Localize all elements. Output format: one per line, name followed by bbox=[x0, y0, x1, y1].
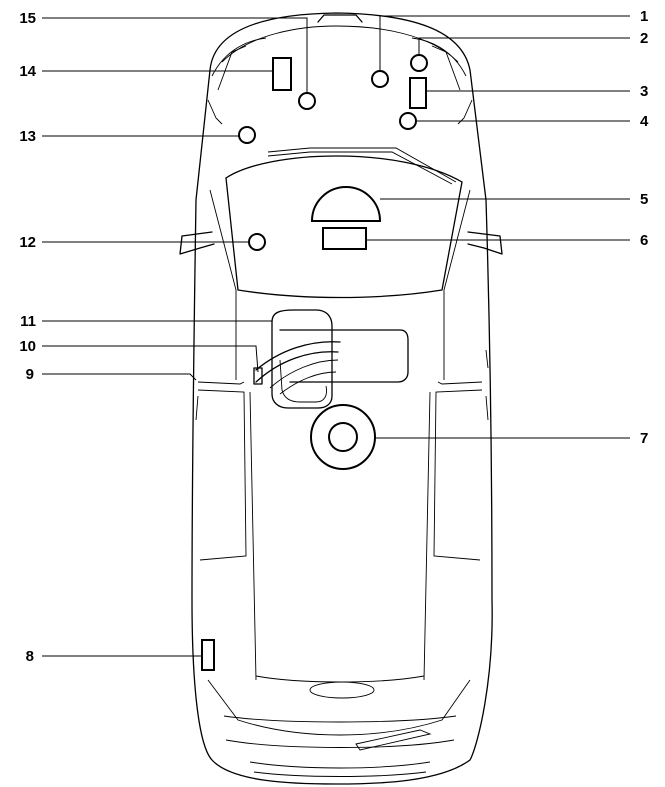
callout-9: 9 bbox=[26, 366, 34, 383]
component-4 bbox=[399, 112, 417, 130]
component-3 bbox=[409, 77, 427, 109]
callout-7: 7 bbox=[640, 430, 648, 447]
leader-line-1 bbox=[379, 15, 630, 71]
callout-5: 5 bbox=[640, 191, 648, 208]
callout-10: 10 bbox=[19, 338, 36, 355]
leader-line-9 bbox=[42, 373, 197, 381]
component-15 bbox=[298, 92, 316, 110]
component-12 bbox=[248, 233, 266, 251]
component-14 bbox=[272, 57, 292, 91]
vehicle-outline bbox=[179, 12, 503, 785]
callout-12: 12 bbox=[19, 234, 36, 251]
component-6 bbox=[322, 227, 367, 250]
callout-4: 4 bbox=[640, 113, 649, 130]
callout-8: 8 bbox=[26, 648, 34, 665]
callout-labels: 1 2 3 4 5 6 7 8 9 10 11 12 13 14 15 bbox=[19, 8, 649, 665]
component-7-inner bbox=[328, 422, 358, 452]
callout-14: 14 bbox=[19, 63, 36, 80]
leader-line-15 bbox=[42, 17, 308, 93]
callout-13: 13 bbox=[19, 128, 36, 145]
callout-11: 11 bbox=[20, 313, 36, 330]
callout-15: 15 bbox=[19, 10, 36, 27]
component-5 bbox=[310, 186, 382, 222]
callout-1: 1 bbox=[640, 8, 648, 25]
component-2 bbox=[410, 54, 428, 72]
callout-6: 6 bbox=[640, 232, 648, 249]
component-1 bbox=[371, 70, 389, 88]
leader-lines bbox=[42, 15, 630, 657]
component-8 bbox=[201, 639, 215, 671]
leader-line-10 bbox=[42, 345, 259, 373]
component-13 bbox=[238, 126, 256, 144]
leader-line-2 bbox=[418, 37, 630, 55]
callout-2: 2 bbox=[640, 30, 648, 47]
callout-3: 3 bbox=[640, 83, 648, 100]
